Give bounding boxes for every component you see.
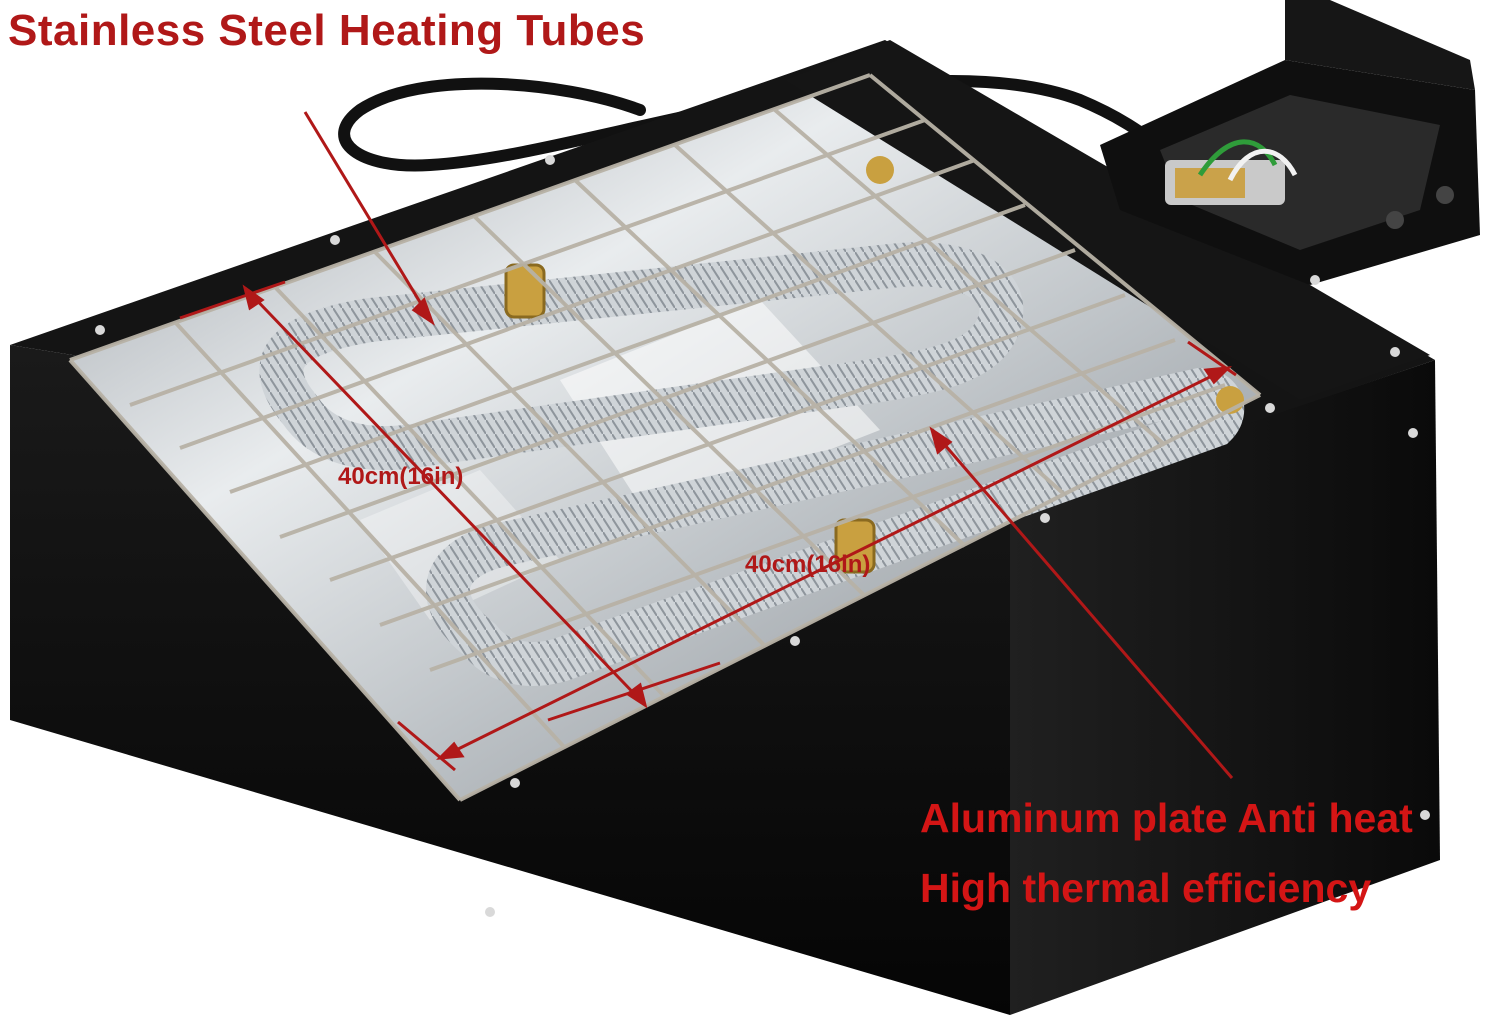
wire-grill <box>68 73 1262 802</box>
feature-label-aluminum-plate: Aluminum plate Anti heat <box>920 795 1413 841</box>
mounting-screw <box>95 155 1430 917</box>
brass-clamp-2 <box>834 518 876 574</box>
brass-clamp <box>504 263 546 319</box>
feature-label-thermal-efficiency: High thermal efficiency <box>920 865 1372 911</box>
annotation-arrows <box>179 111 1237 779</box>
heating-tube-lower <box>426 367 1245 686</box>
heating-tube <box>259 242 1024 470</box>
dimension-label-depth: 40cm(16in) <box>745 551 871 578</box>
dimension-label-width: 40cm(16in) <box>338 463 464 490</box>
title-label: Stainless Steel Heating Tubes <box>8 6 646 55</box>
side-panel <box>785 40 1430 400</box>
power-cord <box>338 75 1186 172</box>
housing-right-side <box>1005 360 1440 1015</box>
